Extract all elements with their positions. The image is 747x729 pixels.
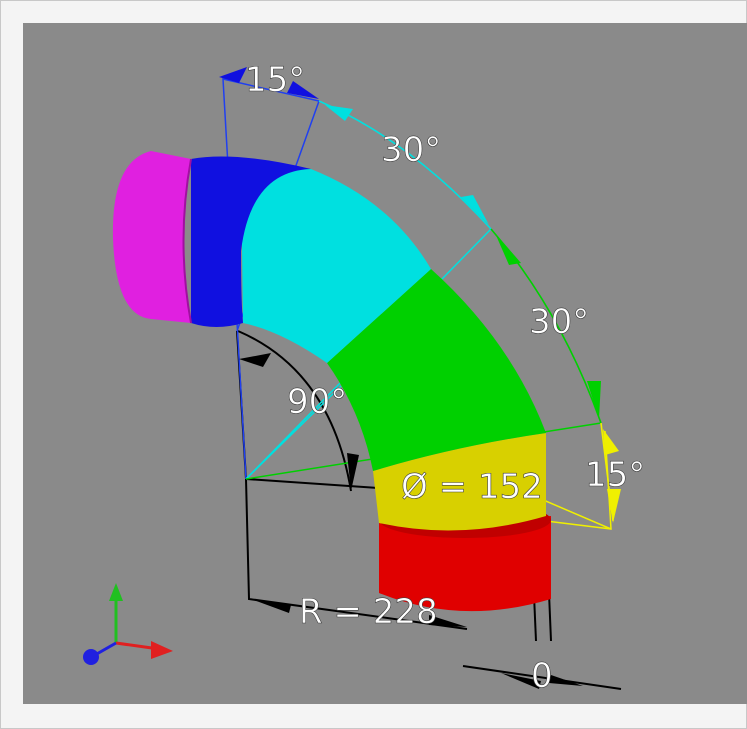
label-offset: 0 bbox=[531, 656, 553, 696]
dimension-labels: 15° 30° 30° 90° 15° Ø = 152 R = 228 0 bbox=[245, 60, 646, 697]
3d-viewport[interactable]: 15° 30° 30° 90° 15° Ø = 152 R = 228 0 bbox=[23, 23, 747, 704]
pipe-elbow-model: 15° 30° 30° 90° 15° Ø = 152 R = 228 0 bbox=[83, 60, 646, 697]
segment-blue bbox=[191, 156, 311, 327]
segment-green bbox=[327, 269, 546, 471]
label-radius: R = 228 bbox=[299, 592, 438, 632]
label-angle-arc-2: 30° bbox=[529, 302, 589, 342]
segment-magenta bbox=[112, 151, 191, 323]
segment-cyan bbox=[241, 166, 431, 363]
dimension-arrows bbox=[219, 67, 621, 689]
label-diameter: Ø = 152 bbox=[401, 467, 543, 507]
pipe-segments bbox=[112, 151, 551, 612]
label-angle-top: 15° bbox=[245, 60, 305, 100]
label-angle-arc-1: 30° bbox=[381, 130, 441, 170]
label-angle-center: 90° bbox=[287, 382, 347, 422]
axis-triad-icon[interactable] bbox=[83, 583, 173, 665]
label-angle-bottom: 15° bbox=[585, 455, 645, 495]
segment-yellow bbox=[373, 433, 546, 531]
segment-red bbox=[379, 516, 551, 612]
